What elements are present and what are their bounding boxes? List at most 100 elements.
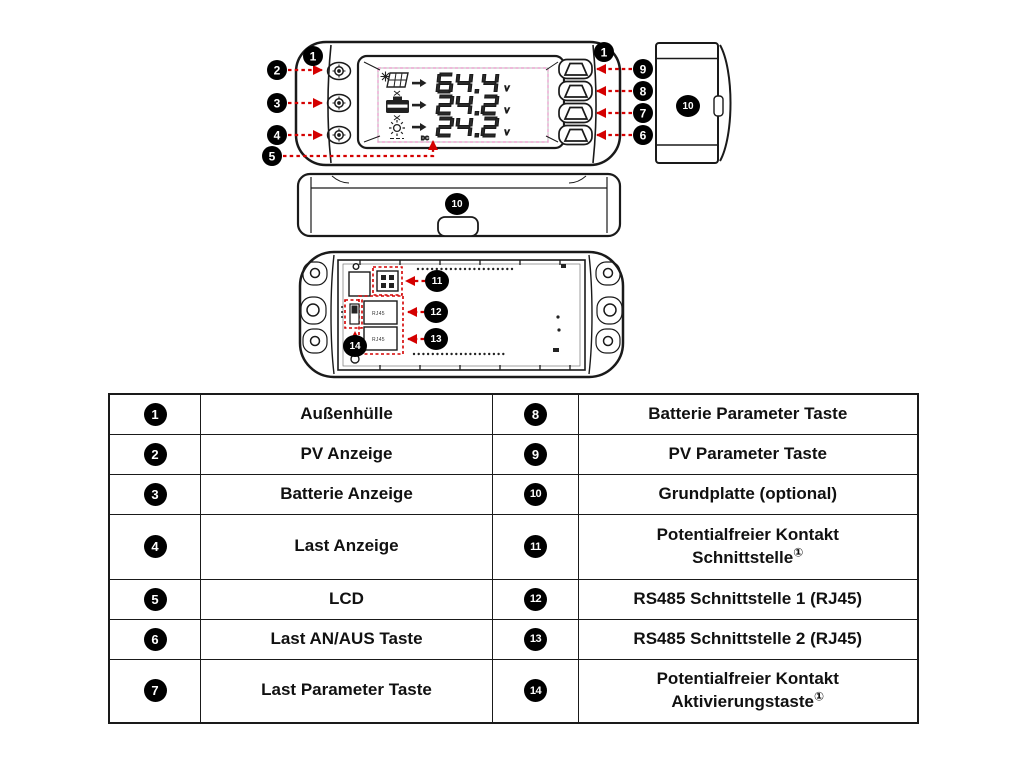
svg-text:5: 5 — [269, 150, 276, 164]
lcd-values: vvv — [435, 72, 510, 138]
item-label: Last AN/AUS Taste — [270, 628, 423, 648]
item-number-badge: 13 — [524, 627, 547, 651]
callout-1-right: 1 — [594, 42, 614, 62]
callout-5: 5 — [262, 146, 282, 166]
item-number-badge: 1 — [143, 402, 167, 426]
svg-text:10: 10 — [451, 199, 463, 210]
callout-10-side: 10 — [676, 95, 700, 117]
svg-text:8: 8 — [640, 85, 647, 99]
svg-text:4: 4 — [274, 129, 281, 143]
item-number-badge: 2 — [143, 442, 167, 466]
item-label: Grundplatte (optional) — [658, 483, 837, 503]
item-number-badge: 7 — [143, 679, 167, 703]
lcd-row-arrows — [412, 79, 427, 131]
item-number-badge: 12 — [524, 587, 547, 611]
callout-7: 7 — [633, 103, 653, 123]
charge-link-icon — [393, 90, 401, 96]
callout-3: 3 — [267, 93, 287, 113]
item-label: Last Parameter Taste — [261, 680, 432, 700]
component-box — [348, 271, 371, 297]
callout-13: 13 — [424, 328, 448, 350]
svg-text:11: 11 — [432, 276, 443, 287]
table-row: 7 Last Parameter Taste 14 Potentialfreie… — [108, 658, 918, 724]
item-label: PV Anzeige — [300, 443, 393, 463]
table-row: 1 Außenhülle 8 Batterie Parameter Taste — [108, 393, 918, 435]
svg-text:9: 9 — [640, 63, 647, 77]
rj45-ports: RJ45 RJ45 — [358, 295, 404, 355]
table-row: 3 Batterie Anzeige 10 Grundplatte (optio… — [108, 473, 918, 515]
item-number-badge: 4 — [143, 535, 167, 558]
svg-text:13: 13 — [430, 334, 442, 345]
discharge-link-icon — [393, 115, 401, 121]
mounting-ear-right — [595, 261, 623, 354]
table-row: 5 LCD 12 RS485 Schnittstelle 1 (RJ45) — [108, 578, 918, 620]
table-row: 6 Last AN/AUS Taste 13 RS485 Schnittstel… — [108, 618, 918, 660]
pcb-screw-top — [352, 263, 360, 271]
item-label: Batterie Parameter Taste — [648, 403, 848, 423]
callout-12: 12 — [424, 301, 448, 323]
load-on-off-button — [558, 124, 593, 146]
item-label: Außenhülle — [300, 403, 393, 423]
load-icon — [389, 120, 405, 139]
svg-text:6: 6 — [640, 129, 647, 143]
callout-badges: 1 1 2 3 4 5 9 8 7 6 10 10 11 12 13 14 — [262, 42, 700, 357]
mounting-ear-left — [300, 261, 328, 354]
svg-text:2: 2 — [274, 64, 281, 78]
legend-table: 1 Außenhülle 8 Batterie Parameter Taste … — [108, 393, 919, 724]
item-number-badge: 10 — [524, 482, 547, 506]
svg-text:v: v — [504, 127, 510, 138]
back-view: RJ45 RJ45 — [298, 250, 625, 379]
item-number-badge: 5 — [143, 587, 167, 611]
svg-text:14: 14 — [349, 341, 361, 352]
footnote-mark: ① — [814, 689, 825, 704]
lcd-icons: DC — [380, 71, 429, 143]
svg-text:v: v — [504, 105, 510, 116]
led-indicators — [326, 61, 352, 145]
callout-9: 9 — [633, 59, 653, 79]
item-label: RS485 Schnittstelle 1 (RJ45) — [633, 588, 863, 608]
battery-icon — [386, 96, 409, 113]
item-number-badge: 8 — [524, 402, 547, 426]
svg-text:v: v — [504, 83, 510, 94]
svg-text:3: 3 — [274, 97, 281, 111]
pcb: RJ45 RJ45 — [337, 259, 586, 371]
item-number-badge: 6 — [143, 627, 167, 651]
item-number-badge: 11 — [524, 535, 547, 558]
item-label: Batterie Anzeige — [280, 483, 413, 503]
dry-contact-switch — [341, 299, 363, 329]
svg-text:7: 7 — [640, 107, 647, 121]
footnote-mark: ① — [793, 544, 804, 559]
vent-dots — [412, 264, 566, 356]
button-column — [558, 58, 593, 146]
battery-led-icon — [326, 93, 352, 113]
callout-arrows — [283, 64, 632, 344]
svg-text:10: 10 — [682, 101, 694, 112]
mounting-notch — [437, 216, 479, 237]
dc-label: DC — [421, 136, 429, 142]
item-label: RS485 Schnittstelle 2 (RJ45) — [633, 628, 863, 648]
table-row: 4 Last Anzeige 11 Potentialfreier Kontak… — [108, 513, 918, 580]
callout-8: 8 — [633, 81, 653, 101]
battery-parameter-button — [558, 80, 593, 102]
item-number-badge: 14 — [524, 679, 547, 703]
table-row: 2 PV Anzeige 9 PV Parameter Taste — [108, 433, 918, 475]
item-label: LCD — [329, 588, 364, 608]
rj45-port1-label: RJ45 — [372, 311, 385, 317]
pv-parameter-button — [558, 58, 593, 80]
item-label: PV Parameter Taste — [668, 443, 827, 463]
pv-panel-icon — [380, 71, 409, 88]
rj45-port2-label: RJ45 — [372, 337, 385, 343]
lcd-screen — [356, 54, 566, 150]
callout-6: 6 — [633, 125, 653, 145]
callout-14: 14 — [343, 335, 367, 357]
callout-1-left: 1 — [303, 46, 323, 66]
item-number-badge: 9 — [524, 442, 547, 466]
item-label: Last Anzeige — [294, 536, 399, 556]
load-parameter-button — [558, 102, 593, 124]
callout-10-base: 10 — [445, 193, 469, 215]
svg-text:1: 1 — [601, 46, 608, 60]
svg-text:1: 1 — [310, 50, 317, 64]
